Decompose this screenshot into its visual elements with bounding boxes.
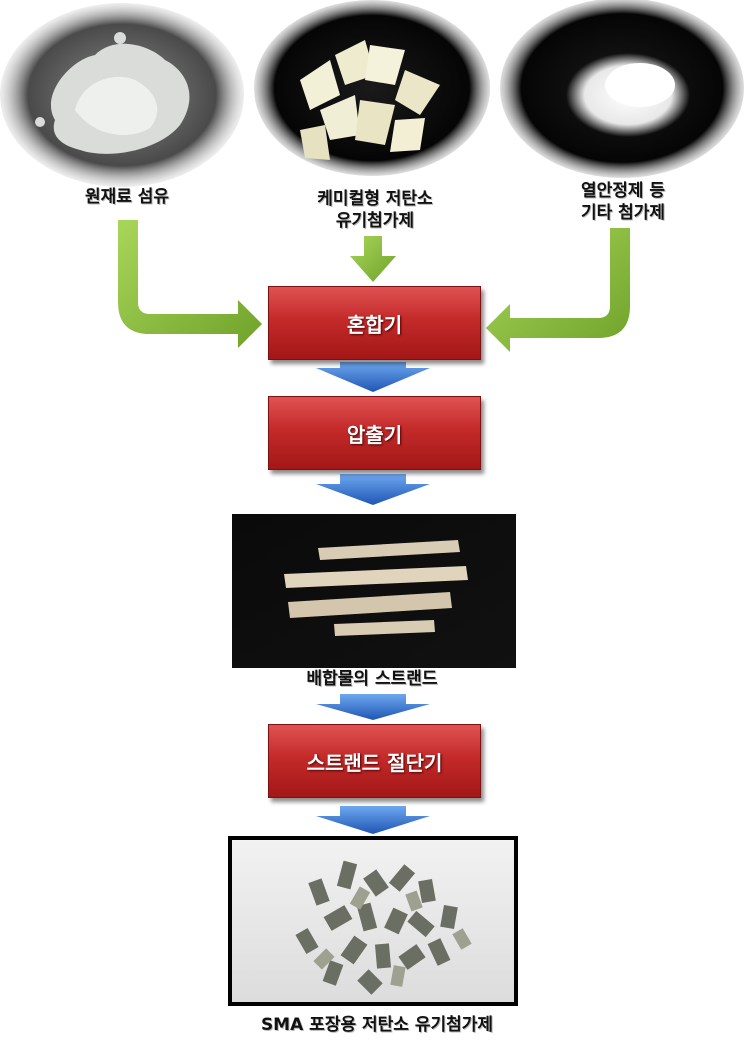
product-label-text: SMA 포장용 저탄소 유기첨가제 xyxy=(260,1015,494,1035)
chemical-label: 케미컬형 저탄소 유기첨가제 xyxy=(290,188,460,232)
mixer-box: 혼합기 xyxy=(268,286,481,360)
product-label: SMA 포장용 저탄소 유기첨가제 xyxy=(212,1014,542,1036)
fiber-label-text: 원재료 섬유 xyxy=(84,187,170,207)
mixer-label: 혼합기 xyxy=(346,312,403,337)
strand-photo xyxy=(232,514,516,668)
flakes-photo xyxy=(254,0,490,176)
stabilizer-label: 열안정제 등 기타 첨가제 xyxy=(548,180,698,224)
extruder-label: 압출기 xyxy=(346,422,403,447)
strand-label-text: 배합물의 스트랜드 xyxy=(306,669,438,689)
cutter-box: 스트랜드 절단기 xyxy=(268,724,481,798)
fiber-label: 원재료 섬유 xyxy=(62,186,192,208)
blue-arrows xyxy=(316,362,430,834)
stabilizer-label-line2: 기타 첨가제 xyxy=(580,203,666,223)
strand-label: 배합물의 스트랜드 xyxy=(262,668,482,690)
stabilizer-label-line1: 열안정제 등 xyxy=(580,181,666,201)
extruder-box: 압출기 xyxy=(268,396,481,470)
powder-photo xyxy=(500,0,744,178)
pellets-photo xyxy=(228,836,518,1006)
fiber-photo xyxy=(0,3,244,187)
chemical-label-line1: 케미컬형 저탄소 xyxy=(317,189,433,209)
green-arrows xyxy=(118,220,630,352)
cutter-label: 스트랜드 절단기 xyxy=(306,750,443,775)
chemical-label-line2: 유기첨가제 xyxy=(335,211,415,231)
